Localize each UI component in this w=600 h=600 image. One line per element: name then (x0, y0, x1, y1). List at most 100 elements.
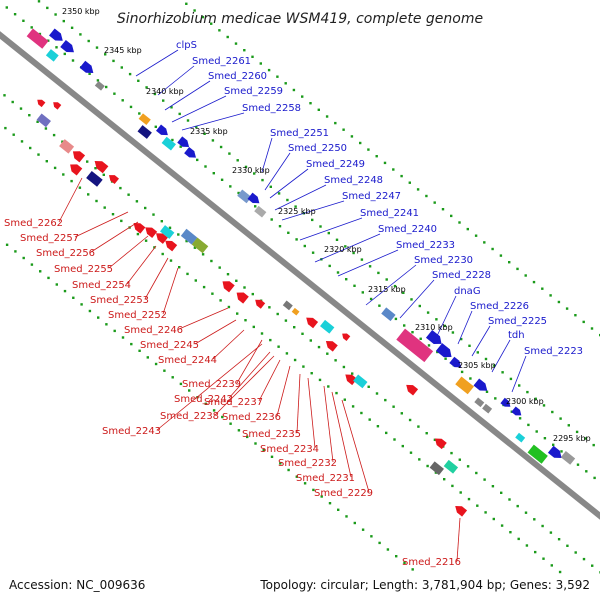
tick-dot (416, 188, 420, 191)
tick-dot (550, 564, 553, 567)
tick-dot (516, 267, 519, 271)
tick-dot (212, 172, 215, 175)
tick-dot (292, 88, 296, 92)
tick-dot (328, 502, 332, 505)
plus-strand-gene (49, 28, 63, 41)
rna-feature (560, 451, 576, 465)
tick-dot (516, 504, 519, 508)
minus-gene-label: Smed_2243 (102, 426, 161, 437)
tick-dot (458, 221, 461, 224)
tick-dot (343, 398, 346, 401)
tick-dot (427, 344, 431, 347)
tick-dot (160, 220, 163, 223)
minus-gene-label: Smed_2257 (20, 233, 79, 244)
tick-dot (55, 283, 58, 286)
tick-dot (284, 82, 287, 85)
tick-dot (226, 273, 230, 276)
tick-dot (541, 287, 544, 290)
tick-dot (590, 327, 594, 330)
tick-dot (403, 324, 406, 327)
tick-dot (493, 364, 496, 367)
minus-gene-label: Smed_2262 (4, 218, 63, 229)
tick-dot (334, 121, 337, 125)
tick-dot (52, 133, 56, 137)
plus-label-leader (171, 95, 227, 123)
tick-dot (474, 234, 478, 237)
tick-dot (137, 79, 140, 82)
tick-dot (39, 270, 42, 273)
tick-dot (185, 239, 188, 243)
tick-dot (400, 412, 403, 415)
tick-dot (63, 52, 66, 56)
tick-dot (88, 309, 92, 313)
minus-gene-label: Smed_2244 (158, 355, 217, 366)
plus-gene-label: Smed_2228 (432, 270, 491, 281)
minus-label-leader (456, 517, 461, 562)
minus-gene-label: Smed_2216 (402, 557, 461, 568)
tick-dot (361, 291, 364, 294)
tick-dot (336, 271, 340, 274)
tick-dot (403, 561, 406, 564)
tick-dot (576, 463, 580, 466)
tick-dot (227, 305, 231, 309)
tick-dot (228, 152, 231, 155)
rna-feature (94, 80, 105, 91)
tick-dot (45, 160, 48, 163)
tick-dot (254, 442, 257, 445)
accession-text: Accession: NC_009636 (9, 578, 146, 592)
tick-dot (500, 524, 504, 527)
tick-dot (301, 332, 304, 335)
tick-dot (168, 226, 172, 229)
tick-dot (351, 372, 354, 375)
minus-gene-label: Smed_2231 (296, 473, 355, 484)
tick-dot (237, 429, 241, 432)
rna-feature (429, 461, 444, 476)
plus-strand-gene (79, 60, 94, 73)
tick-dot (243, 49, 246, 52)
tick-dot (376, 425, 380, 428)
tick-dot (337, 508, 340, 511)
tick-dot (236, 312, 239, 315)
tick-dot (320, 495, 323, 498)
minus-gene-label: Smed_2253 (90, 295, 149, 306)
plus-label-leader (436, 295, 457, 337)
tick-dot (201, 15, 205, 19)
tick-dot (252, 325, 255, 329)
minus-strand-gene (37, 99, 46, 108)
tick-dot (94, 167, 97, 170)
tick-dot (201, 253, 205, 256)
tick-dot (368, 265, 372, 268)
minus-strand-gene (108, 175, 119, 185)
tick-dot (475, 471, 478, 475)
tick-dot (359, 141, 362, 145)
tick-dot (193, 246, 197, 249)
plus-label-leader (471, 325, 491, 357)
tick-dot (194, 279, 197, 282)
tick-dot (335, 238, 339, 241)
tick-dot (319, 225, 322, 228)
tick-dot (450, 214, 453, 218)
tick-dot (485, 390, 489, 393)
kbp-tick-label: 2325 kbp (278, 207, 316, 216)
tick-dot (344, 245, 347, 248)
kbp-tick-label: 2345 kbp (104, 46, 142, 55)
plus-label-leader (135, 49, 179, 77)
minus-strand-gene (145, 227, 158, 238)
plus-strand-gene (511, 406, 522, 416)
tick-dot (177, 233, 180, 236)
rna-feature (36, 113, 51, 128)
tick-dot (97, 316, 100, 319)
tick-dot (302, 365, 305, 368)
tick-dot (534, 397, 537, 400)
rna-feature (254, 205, 267, 218)
plus-strand-gene (156, 124, 168, 136)
tick-dot (138, 349, 141, 352)
tick-dot (591, 564, 594, 567)
tick-dot (111, 213, 115, 216)
tick-dot (541, 524, 544, 528)
tick-dot (378, 304, 381, 307)
plus-strand-gene (177, 136, 190, 148)
tick-dot (286, 198, 289, 202)
plus-strand-labels: clpSSmed_2261Smed_2260Smed_2259Smed_2258… (176, 40, 583, 357)
